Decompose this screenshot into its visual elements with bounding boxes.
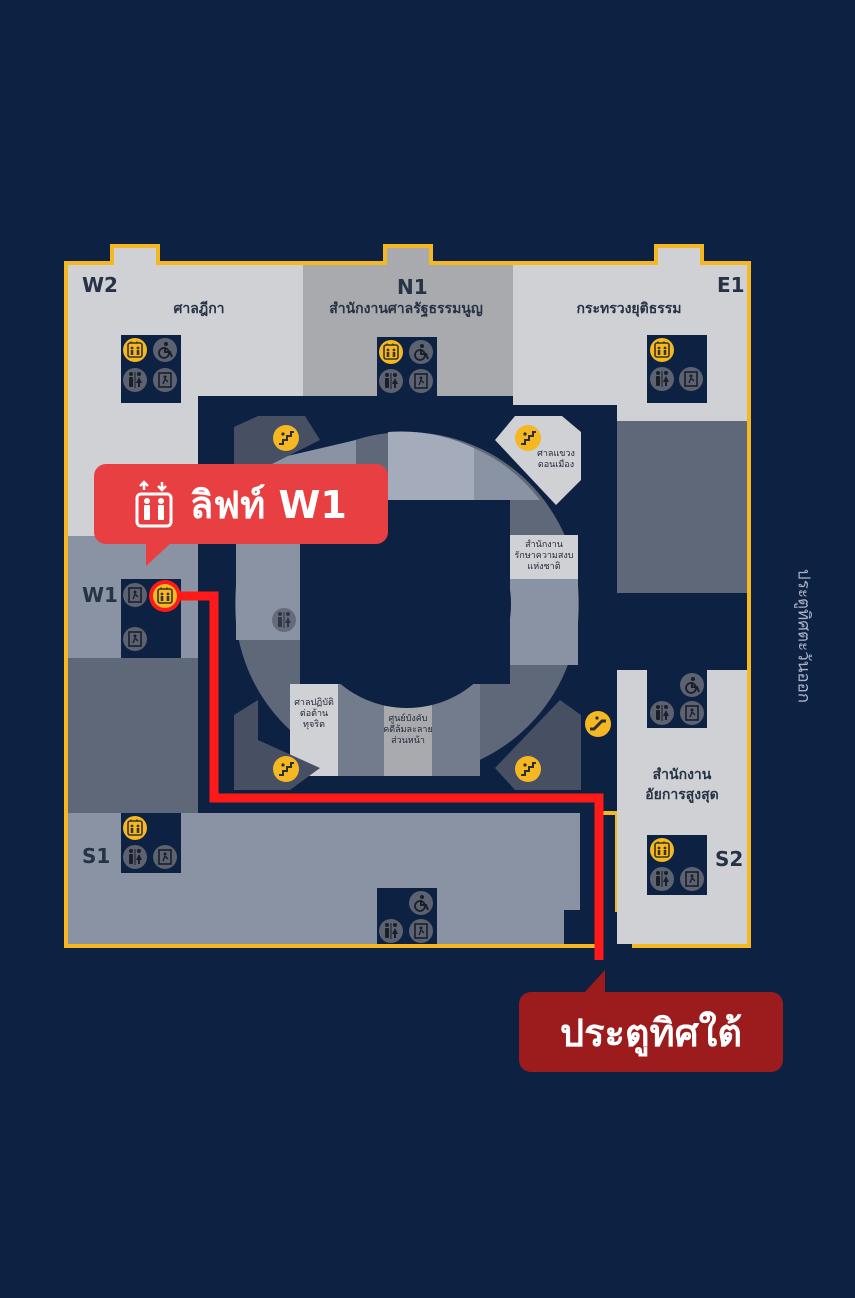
room-line: ศาลแขวง bbox=[537, 449, 575, 459]
route-path bbox=[178, 591, 604, 960]
south-gate-label: ประตูทิศใต้ bbox=[559, 1010, 743, 1055]
room-line: ทุจริต bbox=[303, 720, 325, 730]
south-gate-callout[interactable]: ประตูทิศใต้ bbox=[519, 970, 783, 1072]
zone-name-s2-line2: อัยการสูงสุด bbox=[645, 787, 719, 803]
facility-block-s2 bbox=[647, 835, 707, 895]
stairs-icon bbox=[272, 755, 300, 783]
fire-exit-icon bbox=[408, 368, 434, 394]
facility-block-s1 bbox=[121, 813, 181, 873]
facility-block-w2 bbox=[121, 335, 181, 403]
restroom-icon bbox=[122, 844, 148, 870]
fire-exit-icon bbox=[152, 844, 178, 870]
restroom-icon bbox=[649, 700, 675, 726]
elevator-icon bbox=[649, 337, 675, 363]
room-line: ต่อต้าน bbox=[299, 709, 329, 719]
stairs-icon bbox=[272, 424, 300, 452]
facility-block-s-hall bbox=[377, 888, 437, 944]
restroom-icon bbox=[378, 918, 404, 944]
restroom-icon bbox=[271, 607, 297, 633]
stairs-icon bbox=[514, 424, 542, 452]
elevator-icon bbox=[135, 480, 173, 528]
fire-exit-icon bbox=[678, 366, 704, 392]
fire-exit-icon bbox=[122, 582, 148, 608]
facility-block-s2-top bbox=[647, 670, 707, 728]
zone-code-w2: W2 bbox=[82, 273, 118, 297]
fire-exit-icon bbox=[679, 866, 705, 892]
fire-exit-icon bbox=[408, 918, 434, 944]
room-line: คดีล้มละลาย bbox=[383, 725, 433, 735]
zone-code-s1: S1 bbox=[82, 844, 111, 868]
fire-exit-icon bbox=[122, 626, 148, 652]
room-line: ศาลปฏิบัติ bbox=[294, 698, 334, 708]
room-line: รักษาความสงบ bbox=[514, 551, 574, 561]
elevator-icon bbox=[649, 837, 675, 863]
zone-e1-area bbox=[513, 248, 747, 593]
room-line: ศูนย์บังคับ bbox=[388, 714, 428, 724]
restroom-icon bbox=[649, 866, 675, 892]
zone-name-n1: สำนักงานศาลรัฐธรรมนูญ bbox=[329, 301, 483, 317]
wheelchair-icon bbox=[408, 890, 434, 916]
restroom-icon bbox=[122, 367, 148, 393]
facility-block-n1 bbox=[377, 337, 437, 403]
restroom-icon bbox=[378, 368, 404, 394]
wheelchair-icon bbox=[408, 339, 434, 365]
zone-name-s2-line1: สำนักงาน bbox=[652, 767, 712, 783]
elevator-icon bbox=[152, 583, 178, 609]
room-label-donmueang: ศาลแขวง ดอนเมือง bbox=[526, 449, 586, 471]
wheelchair-icon bbox=[679, 672, 705, 698]
lift-w1-label: ลิฟท์ W1 bbox=[190, 482, 347, 527]
room-label-corruption: ศาลปฏิบัติ ต่อต้าน ทุจริต bbox=[290, 698, 338, 731]
stairs-icon bbox=[514, 755, 542, 783]
facility-block-e1 bbox=[647, 335, 707, 403]
zone-name-w2: ศาลฎีกา bbox=[173, 301, 225, 317]
facility-block-w1 bbox=[121, 579, 181, 658]
zone-name-e1: กระทรวงยุติธรรม bbox=[576, 301, 682, 317]
room-line: ดอนเมือง bbox=[537, 460, 575, 470]
escalator-icon bbox=[583, 709, 613, 739]
fire-exit-icon bbox=[152, 367, 178, 393]
room-label-enforcement: ศูนย์บังคับ คดีล้มละลาย ส่วนหน้า bbox=[382, 714, 434, 747]
elevator-icon bbox=[378, 339, 404, 365]
room-label-peace: สำนักงาน รักษาความสงบ แห่งชาติ bbox=[510, 540, 578, 573]
zone-code-w1: W1 bbox=[82, 583, 118, 607]
zone-code-n1: N1 bbox=[397, 275, 428, 299]
elevator-icon bbox=[122, 337, 148, 363]
east-gate-label: ประตูทิศตะวันออก bbox=[793, 568, 814, 704]
room-line: สำนักงาน bbox=[525, 540, 563, 550]
lift-w1-callout[interactable]: ลิฟท์ W1 bbox=[94, 464, 388, 566]
fire-exit-icon bbox=[679, 700, 705, 726]
room-line: ส่วนหน้า bbox=[391, 736, 425, 746]
zone-code-s2: S2 bbox=[715, 847, 744, 871]
zone-s2-area bbox=[617, 670, 747, 944]
elevator-icon bbox=[122, 815, 148, 841]
restroom-icon bbox=[649, 366, 675, 392]
wheelchair-icon bbox=[152, 337, 178, 363]
room-line: แห่งชาติ bbox=[527, 562, 561, 572]
zone-code-e1: E1 bbox=[717, 273, 745, 297]
